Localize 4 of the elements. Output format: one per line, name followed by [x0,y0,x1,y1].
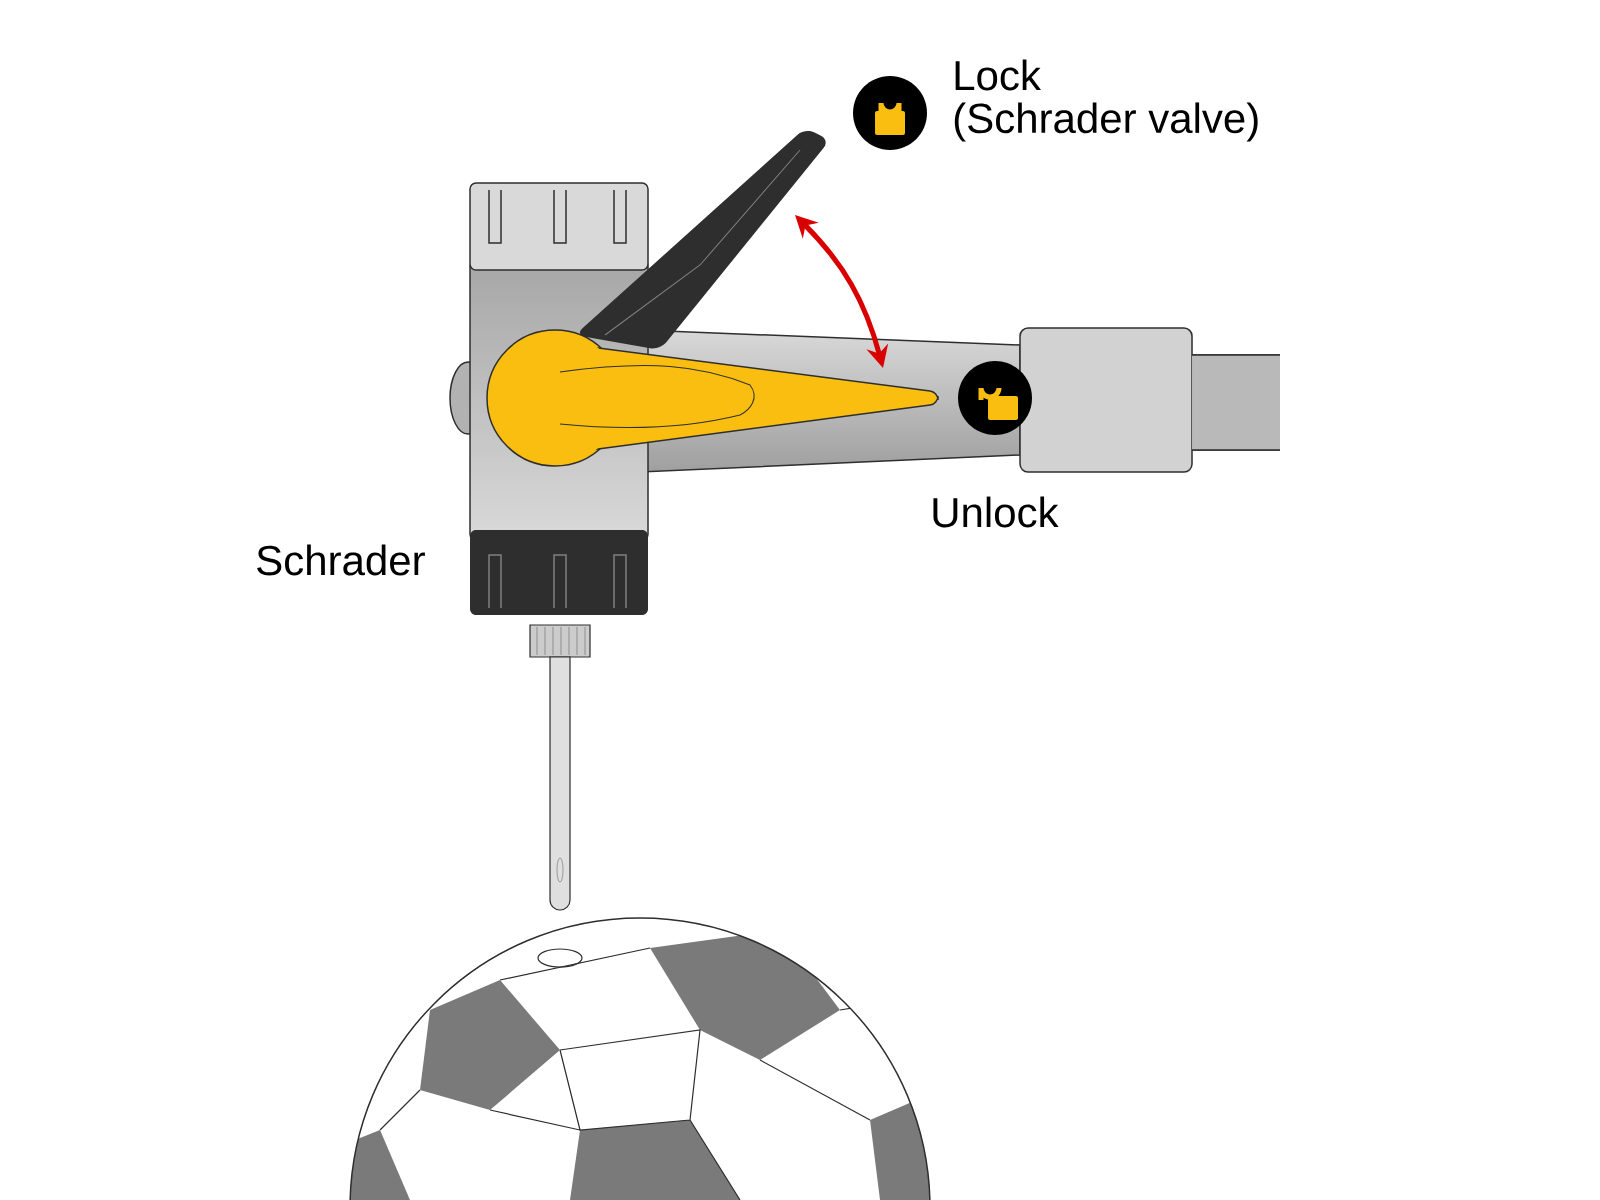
label-text: Lock [955,59,1041,91]
label-text: Unlock [933,496,1059,528]
label-text: (Schrader valve) [954,102,1258,142]
label-text: Schrader [257,544,425,576]
